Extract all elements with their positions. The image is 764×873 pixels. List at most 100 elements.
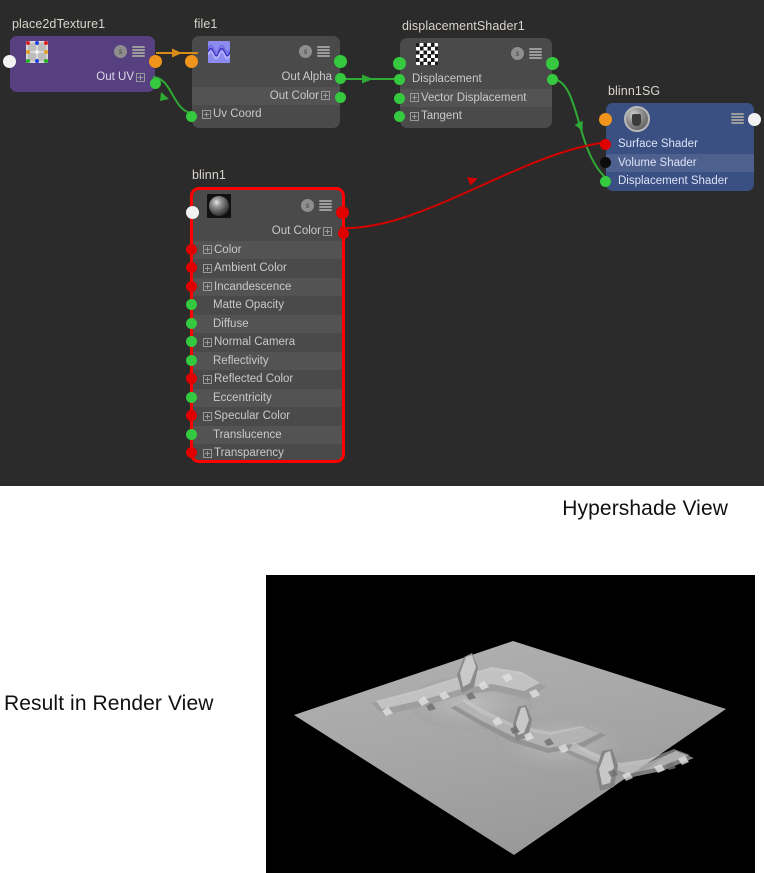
node-row-out-color[interactable]: Out Color [193,222,342,241]
node-row-translucence[interactable]: Translucence [193,425,342,444]
node-row-matte-opacity[interactable]: Matte Opacity [193,296,342,315]
plug-reflected-color[interactable] [186,373,197,384]
node-body[interactable]: s Out Alpha Out Color Uv Coord [192,36,340,128]
plug-node-output[interactable] [748,113,761,126]
node-blinn1[interactable]: blinn1 s Out Color Color [186,168,349,463]
shading-s-icon[interactable]: s [299,45,312,58]
plug-node-input[interactable] [393,57,406,70]
node-row-out-uv[interactable]: Out UV [10,68,155,87]
node-row-normal-camera[interactable]: Normal Camera [193,333,342,352]
node-row-volume-shader[interactable]: Volume Shader [606,153,754,172]
node-row-tangent[interactable]: Tangent [400,107,552,126]
node-row-specular-color[interactable]: Specular Color [193,407,342,426]
node-row-incandescence[interactable]: Incandescence [193,277,342,296]
menu-bars-icon[interactable] [132,45,145,58]
shading-s-icon[interactable]: s [301,199,314,212]
plug-node-input[interactable] [3,55,16,68]
node-row-ambient-color[interactable]: Ambient Color [193,259,342,278]
node-header [606,103,754,135]
menu-bars-icon[interactable] [319,199,332,212]
plug-volume-shader[interactable] [600,157,611,168]
plug-eccentricity[interactable] [186,392,197,403]
node-header-icons[interactable]: s [301,199,332,212]
plug-node-output[interactable] [149,55,162,68]
plug-displacement-in[interactable] [394,74,405,85]
plug-color[interactable] [186,244,197,255]
node-row-label: Color [214,243,242,256]
plug-displacement-shader[interactable] [600,176,611,187]
menu-bars-icon[interactable] [529,47,542,60]
expand-icon[interactable] [203,374,212,384]
plug-reflectivity[interactable] [186,355,197,366]
plug-specular-color[interactable] [186,410,197,421]
node-title: blinn1 [192,168,226,182]
plug-transparency[interactable] [186,447,197,458]
hypershade-canvas[interactable]: place2dTexture1 [0,0,764,486]
menu-bars-icon[interactable] [731,112,744,125]
plug-matte-opacity[interactable] [186,299,197,310]
plug-translucence[interactable] [186,429,197,440]
node-place2dTexture1[interactable]: place2dTexture1 [3,17,162,92]
node-header-icons[interactable]: s [299,45,330,58]
node-row-displacement[interactable]: Displacement [400,70,552,89]
plug-vector-displacement[interactable] [394,93,405,104]
node-row-color[interactable]: Color [193,240,342,259]
node-blinn1SG[interactable]: blinn1SG Surface Shader Volume Shader Di… [599,84,761,191]
node-row-reflectivity[interactable]: Reflectivity [193,351,342,370]
node-row-surface-shader[interactable]: Surface Shader [606,135,754,154]
plug-displacement-out[interactable] [547,74,558,85]
node-row-displacement-shader[interactable]: Displacement Shader [606,172,754,191]
node-row-out-alpha[interactable]: Out Alpha [192,68,340,87]
node-row-eccentricity[interactable]: Eccentricity [193,388,342,407]
plug-incandescence[interactable] [186,281,197,292]
node-body[interactable]: Surface Shader Volume Shader Displacemen… [606,103,754,191]
node-header-icons[interactable]: s [511,47,542,60]
wire-blinn-to-sg [339,141,609,230]
node-file1[interactable]: file1 s Out Alph [185,17,347,128]
expand-icon[interactable] [203,282,212,292]
node-title: place2dTexture1 [12,17,106,31]
expand-icon[interactable] [203,337,212,347]
node-row-diffuse[interactable]: Diffuse [193,314,342,333]
node-header-icons[interactable]: s [114,45,145,58]
plug-surface-shader[interactable] [600,139,611,150]
node-body[interactable]: s Out Color Color Ambient Color [190,187,345,463]
plug-uv-coord[interactable] [186,111,197,122]
node-row-reflected-color[interactable]: Reflected Color [193,370,342,389]
menu-bars-icon[interactable] [317,45,330,58]
plug-normal-camera[interactable] [186,336,197,347]
shading-s-icon[interactable]: s [511,47,524,60]
plug-tangent[interactable] [394,111,405,122]
expand-icon[interactable] [321,91,330,101]
expand-icon[interactable] [136,72,145,82]
plug-node-input[interactable] [185,55,198,68]
plug-out-alpha[interactable] [335,73,346,84]
node-row-out-color[interactable]: Out Color [192,86,340,105]
expand-icon[interactable] [203,263,212,273]
shading-s-icon[interactable]: s [114,45,127,58]
expand-icon[interactable] [203,245,212,255]
node-header-icons[interactable] [731,112,744,125]
expand-icon[interactable] [410,93,419,103]
plug-node-input[interactable] [186,206,199,219]
node-row-uv-coord[interactable]: Uv Coord [192,105,340,124]
node-body[interactable]: s Out UV [10,36,155,92]
plug-diffuse[interactable] [186,318,197,329]
plug-out-uv[interactable] [150,78,161,89]
expand-icon[interactable] [203,411,212,421]
expand-icon[interactable] [202,109,211,119]
plug-node-output[interactable] [336,206,349,219]
expand-icon[interactable] [323,226,332,236]
plug-out-color[interactable] [338,228,349,239]
node-row-vector-displacement[interactable]: Vector Displacement [400,88,552,107]
node-displacementShader1[interactable]: displacementShader1 s Displacement Vecto… [393,19,559,128]
plug-node-input[interactable] [599,113,612,126]
plug-node-output[interactable] [334,55,347,68]
plug-ambient-color[interactable] [186,262,197,273]
expand-icon[interactable] [203,448,212,458]
expand-icon[interactable] [410,111,419,121]
plug-node-output[interactable] [546,57,559,70]
plug-out-color[interactable] [335,92,346,103]
node-row-transparency[interactable]: Transparency [193,444,342,460]
node-body[interactable]: s Displacement Vector Displacement Tange… [400,38,552,128]
